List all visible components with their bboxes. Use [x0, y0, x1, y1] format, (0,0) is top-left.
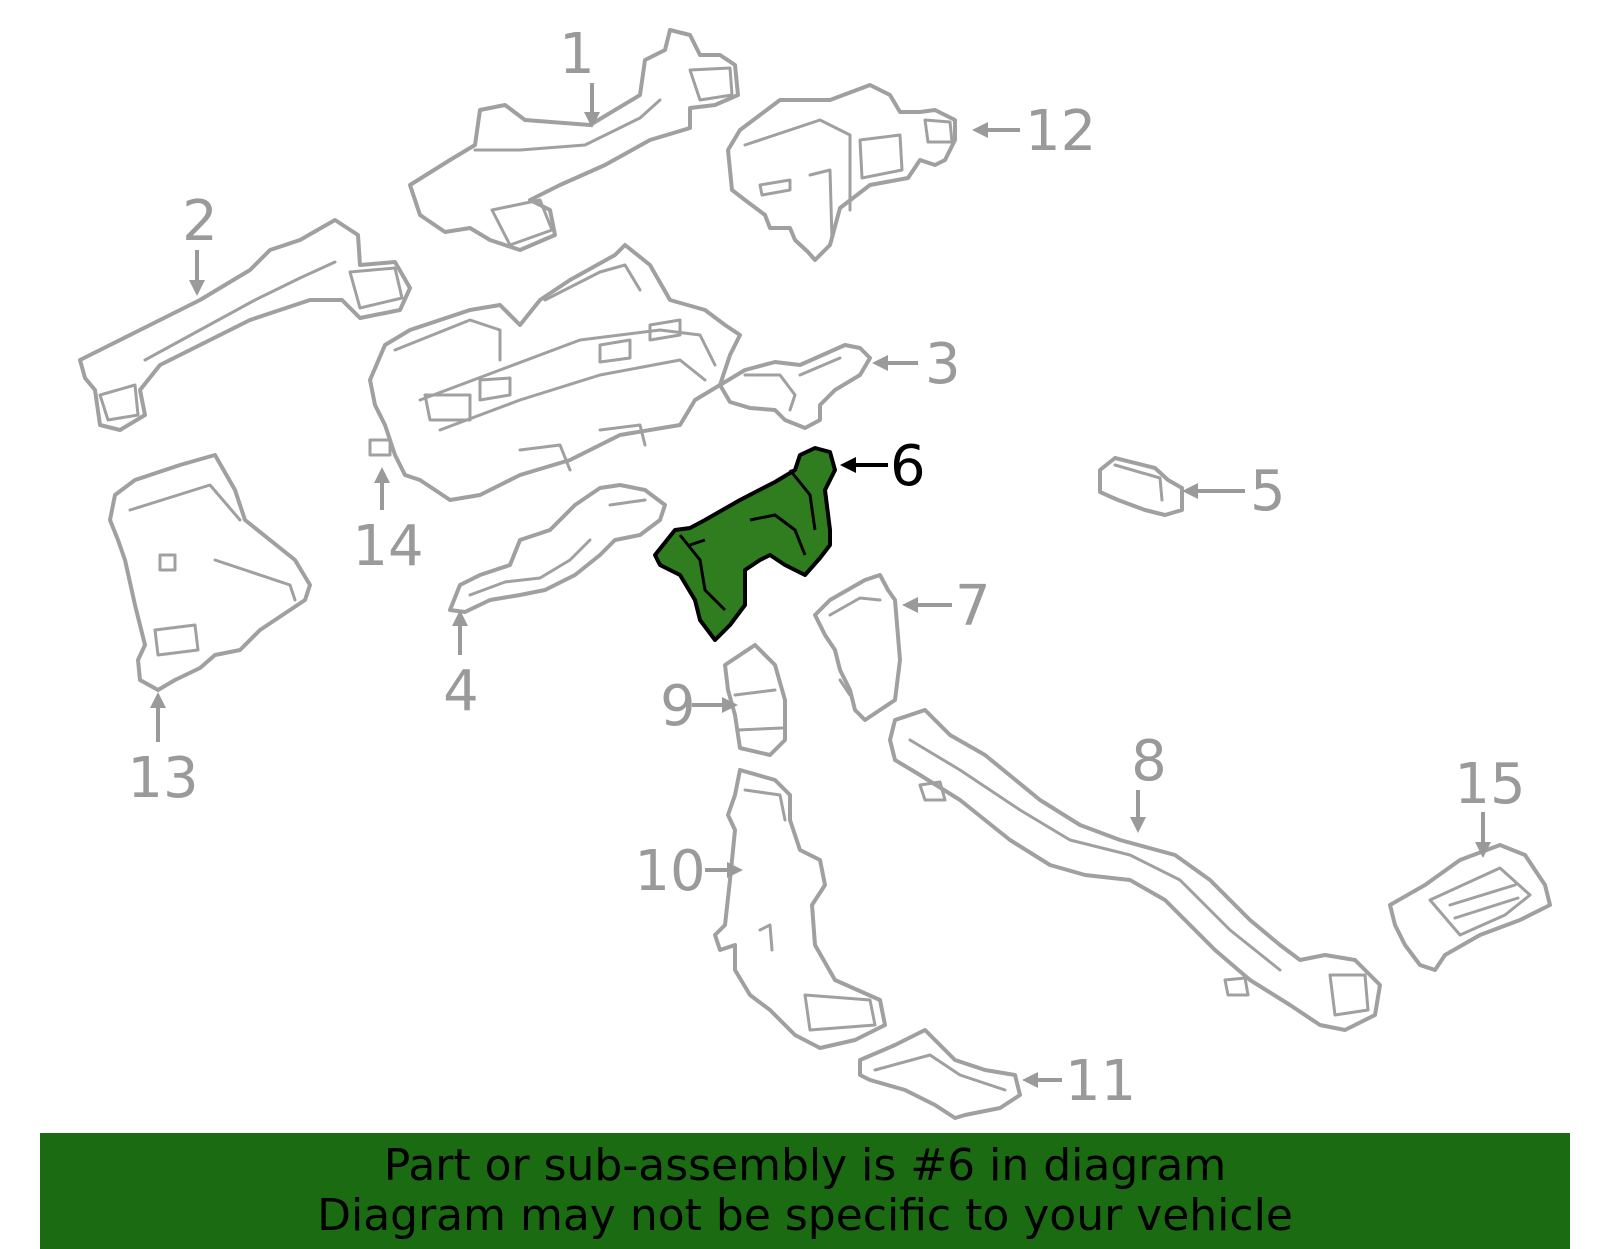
part-10-duct[interactable] [713, 768, 887, 1050]
callout-11[interactable]: 11 [1022, 1049, 1136, 1114]
callout-3[interactable]: 3 [872, 332, 961, 397]
callout-13-label: 13 [127, 746, 198, 811]
callout-12-label: 12 [1025, 99, 1096, 164]
part-6-highlighted[interactable] [653, 446, 837, 642]
callout-10-label: 10 [634, 839, 705, 904]
callout-9-label: 9 [660, 674, 696, 739]
part-12-vent[interactable] [726, 83, 957, 262]
callout-7-label: 7 [955, 574, 991, 639]
callout-13[interactable]: 13 [127, 692, 199, 811]
callout-5-label: 5 [1250, 459, 1286, 524]
callout-11-label: 11 [1065, 1049, 1136, 1114]
part-15-vent[interactable] [1388, 843, 1552, 972]
part-14-hvac-module[interactable] [368, 243, 742, 502]
part-9-duct[interactable] [723, 643, 787, 757]
callout-12[interactable]: 12 [972, 99, 1096, 164]
callout-14[interactable]: 14 [352, 467, 424, 579]
banner-line-2: Diagram may not be specific to your vehi… [317, 1190, 1293, 1241]
callout-6[interactable]: 6 [840, 434, 926, 499]
callout-15-label: 15 [1454, 752, 1525, 817]
info-banner: Part or sub-assembly is #6 in diagram Di… [40, 1133, 1570, 1249]
callout-8-label: 8 [1131, 729, 1167, 794]
callout-7[interactable]: 7 [902, 574, 991, 639]
callout-10[interactable]: 10 [634, 839, 743, 904]
part-4-duct[interactable] [448, 483, 667, 614]
callout-4-label: 4 [443, 659, 479, 724]
callout-5[interactable]: 5 [1182, 459, 1286, 524]
callout-3-label: 3 [925, 332, 961, 397]
part-7-duct[interactable] [813, 573, 902, 722]
callout-14-label: 14 [352, 514, 423, 579]
part-3-duct[interactable] [718, 343, 872, 430]
part-1-duct[interactable] [408, 28, 740, 252]
callout-15[interactable]: 15 [1454, 752, 1526, 858]
part-13-vent[interactable] [108, 453, 312, 692]
banner-line-1: Part or sub-assembly is #6 in diagram [383, 1140, 1227, 1191]
callout-6-label: 6 [890, 434, 926, 499]
callout-8[interactable]: 8 [1130, 729, 1167, 833]
part-11-duct[interactable] [858, 1028, 1022, 1120]
callout-4[interactable]: 4 [443, 610, 479, 724]
part-2-duct[interactable] [78, 218, 412, 432]
callout-1-label: 1 [559, 22, 595, 87]
callout-2-label: 2 [182, 189, 218, 254]
callout-2[interactable]: 2 [182, 189, 218, 296]
part-5-connector[interactable] [1098, 456, 1184, 517]
part-8-duct[interactable] [888, 708, 1382, 1032]
callout-1[interactable]: 1 [559, 22, 600, 128]
callout-9[interactable]: 9 [660, 674, 738, 739]
